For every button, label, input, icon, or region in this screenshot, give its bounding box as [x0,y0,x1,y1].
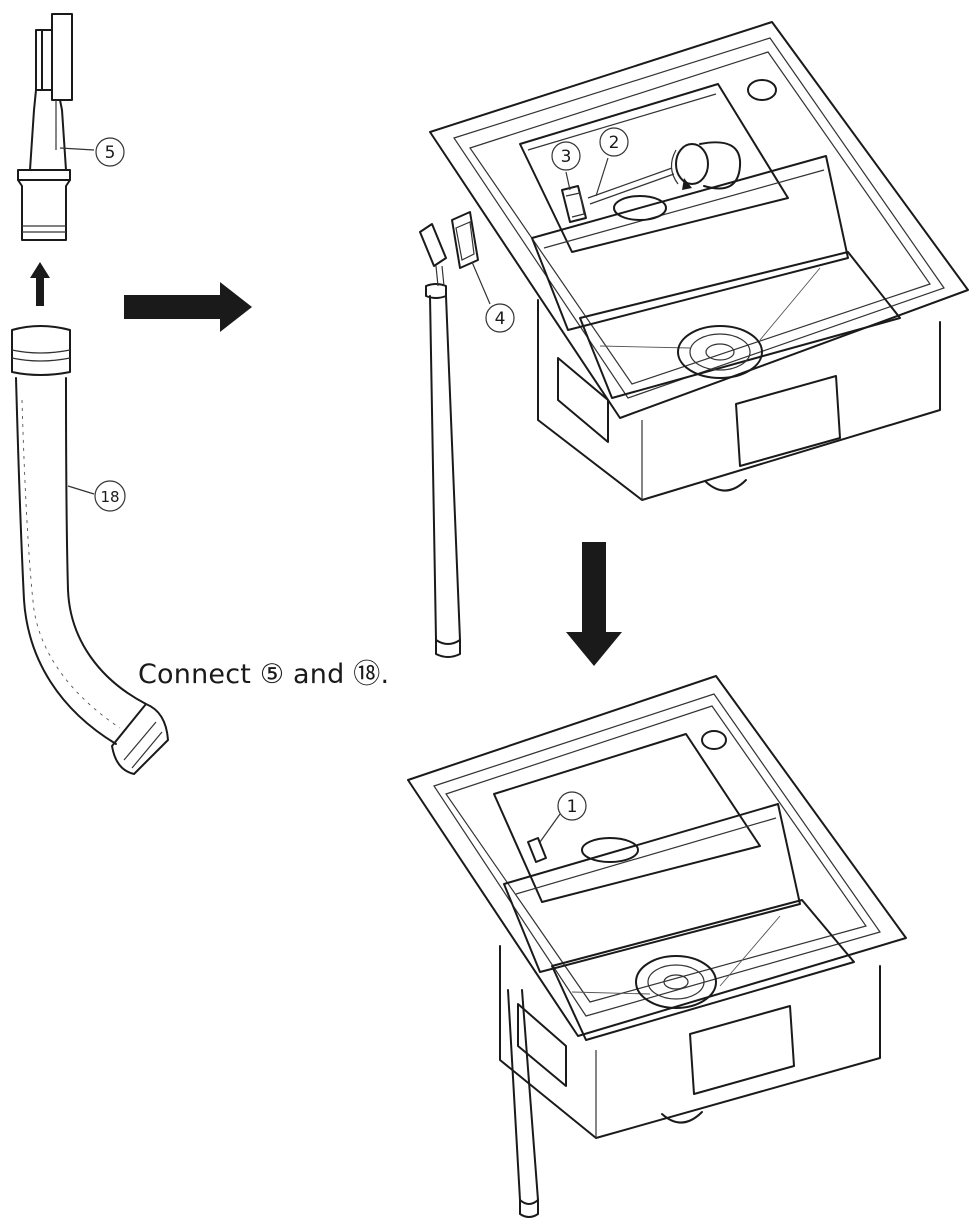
svg-text:2: 2 [609,133,620,153]
instruction-caption: Connect ⑤ and ⑱. [138,652,389,691]
caption-part-a: ⑤ [259,659,285,690]
callout-18: 18 [67,480,126,512]
part-4-overflow-assembly [419,211,479,658]
callout-3: 3 [551,141,581,191]
caption-prefix: Connect [138,659,252,690]
svg-text:4: 4 [495,309,506,329]
svg-text:5: 5 [105,143,116,163]
callout-5: 5 [59,137,125,167]
sink-top-view [429,21,969,501]
right-arrow-icon [124,282,252,332]
callout-4: 4 [471,261,515,333]
svg-text:1: 1 [567,797,578,817]
callout-2: 2 [595,127,629,197]
part-18-hose [11,325,169,775]
callout-1: 1 [539,791,587,843]
part-5-connector [17,13,73,241]
sink-assembled-view [407,675,907,1218]
caption-joiner: and [293,659,345,690]
up-arrow-icon [30,262,50,306]
caption-part-b: ⑱ [353,659,381,690]
caption-suffix: . [380,659,390,690]
svg-text:18: 18 [100,488,119,506]
svg-text:3: 3 [561,147,572,167]
down-arrow-icon [566,542,622,666]
